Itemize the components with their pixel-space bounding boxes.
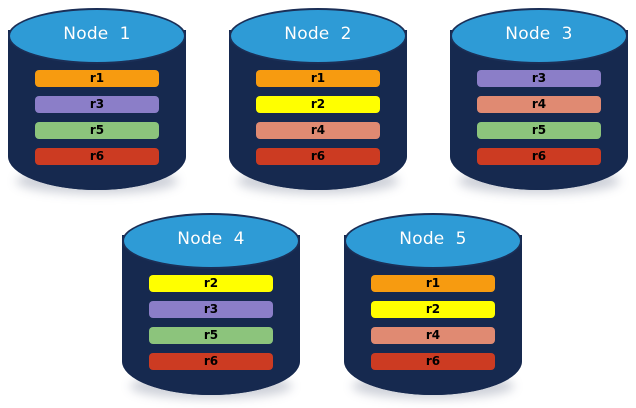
replica-bar-r6[interactable]: r6	[149, 353, 273, 370]
replica-stack: r3 r4 r5 r6	[477, 70, 601, 165]
cylinder-top-ellipse	[122, 213, 300, 269]
node-label: Node 1	[63, 24, 131, 44]
replica-bar-r4[interactable]: r4	[256, 122, 380, 139]
database-node-1[interactable]: Node 1 r1 r3 r5 r6	[8, 8, 186, 194]
replica-bar-r2[interactable]: r2	[256, 96, 380, 113]
node-label: Node 4	[177, 229, 245, 249]
replica-bar-r3[interactable]: r3	[149, 301, 273, 318]
replica-bar-r6[interactable]: r6	[371, 353, 495, 370]
replica-bar-r6[interactable]: r6	[256, 148, 380, 165]
replica-bar-r1[interactable]: r1	[256, 70, 380, 87]
replica-bar-r1[interactable]: r1	[35, 70, 159, 87]
replica-bar-r4[interactable]: r4	[371, 327, 495, 344]
replica-bar-r1[interactable]: r1	[371, 275, 495, 292]
replica-bar-r3[interactable]: r3	[35, 96, 159, 113]
replica-bar-r2[interactable]: r2	[371, 301, 495, 318]
replica-bar-r3[interactable]: r3	[477, 70, 601, 87]
cylinder-top-ellipse	[450, 8, 628, 64]
replica-stack: r1 r3 r5 r6	[35, 70, 159, 165]
database-node-5[interactable]: Node 5 r1 r2 r4 r6	[344, 213, 522, 399]
database-node-3[interactable]: Node 3 r3 r4 r5 r6	[450, 8, 628, 194]
replica-bar-r6[interactable]: r6	[35, 148, 159, 165]
cylinder-top-ellipse	[344, 213, 522, 269]
replica-bar-r5[interactable]: r5	[477, 122, 601, 139]
cylinder-top-ellipse	[229, 8, 407, 64]
node-label: Node 5	[399, 229, 467, 249]
replica-stack: r1 r2 r4 r6	[256, 70, 380, 165]
database-node-2[interactable]: Node 2 r1 r2 r4 r6	[229, 8, 407, 194]
node-label: Node 2	[284, 24, 352, 44]
replica-bar-r5[interactable]: r5	[149, 327, 273, 344]
node-label: Node 3	[505, 24, 573, 44]
replica-bar-r4[interactable]: r4	[477, 96, 601, 113]
replica-stack: r2 r3 r5 r6	[149, 275, 273, 370]
replica-stack: r1 r2 r4 r6	[371, 275, 495, 370]
replica-bar-r5[interactable]: r5	[35, 122, 159, 139]
replica-bar-r6[interactable]: r6	[477, 148, 601, 165]
replica-bar-r2[interactable]: r2	[149, 275, 273, 292]
database-node-4[interactable]: Node 4 r2 r3 r5 r6	[122, 213, 300, 399]
cylinder-top-ellipse	[8, 8, 186, 64]
